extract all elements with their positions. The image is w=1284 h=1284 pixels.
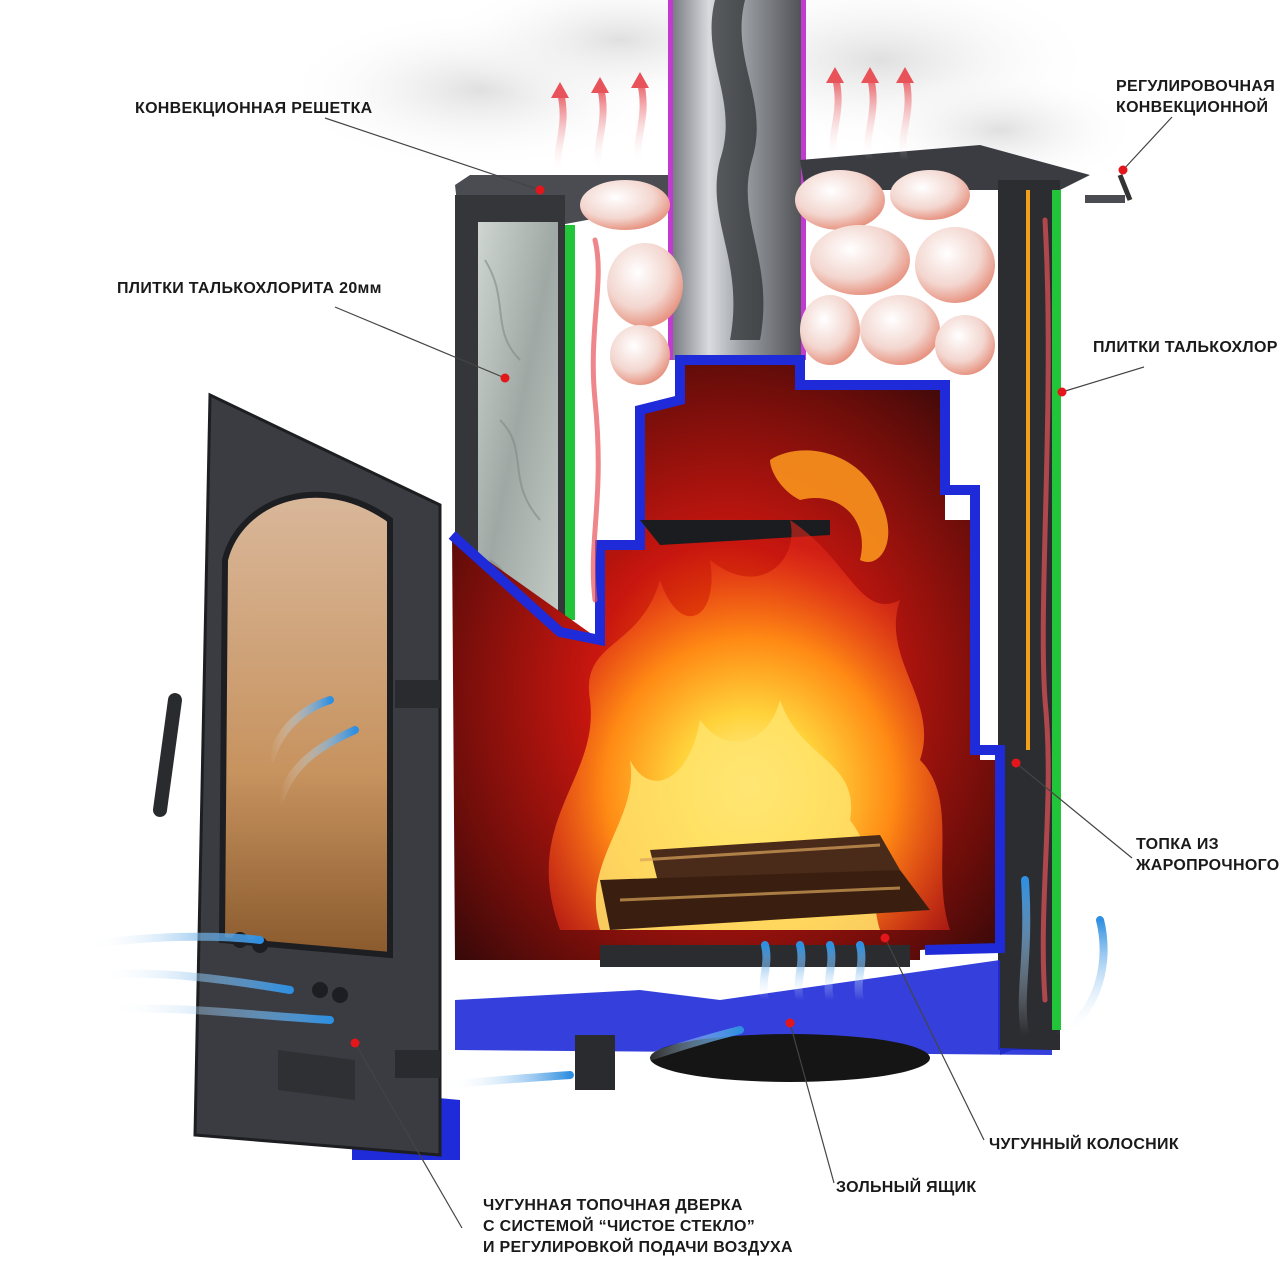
label-firebox: ТОПКА ИЗ ЖАРОПРОЧНОГО	[1136, 836, 1280, 874]
screen-left	[565, 225, 575, 620]
ash-drawer	[575, 1034, 930, 1090]
door-illustration	[153, 392, 442, 1157]
convection-lever	[1085, 174, 1133, 203]
label-ash-box: ЗОЛЬНЫЙ ЯЩИК	[836, 1179, 977, 1196]
label-door: ЧУГУННАЯ ТОПОЧНАЯ ДВЕРКА С СИСТЕМОЙ “ЧИС…	[483, 1197, 793, 1256]
hot-air-arrows	[554, 71, 1051, 1003]
hot-air-arrowheads	[551, 67, 914, 98]
leader-lines	[324, 116, 1173, 1229]
label-talc-tiles-left: ПЛИТКИ ТАЛЬКОХЛОРИТА 20мм	[117, 280, 382, 297]
label-talc-tiles-right: ПЛИТКИ ТАЛЬКОХЛОР	[1093, 339, 1278, 356]
chimney-pipe	[668, 0, 806, 360]
insulation-outline	[448, 355, 1005, 955]
cold-air-arrows	[86, 696, 744, 1089]
label-adjusting-convection: РЕГУЛИРОВОЧНАЯ КОНВЕКЦИОННОЙ	[1116, 78, 1276, 116]
marker-dots	[350, 165, 1128, 1048]
sauna-stones	[580, 170, 995, 385]
screen-right	[1052, 190, 1061, 1030]
cold-air-arrows-vertical	[759, 876, 1108, 1039]
logs	[600, 835, 930, 930]
talc-tile-left	[478, 222, 558, 618]
label-grate: ЧУГУННЫЙ КОЛОСНИК	[989, 1136, 1179, 1153]
label-convection-grate: КОНВЕКЦИОННАЯ РЕШЕТКА	[135, 100, 373, 117]
